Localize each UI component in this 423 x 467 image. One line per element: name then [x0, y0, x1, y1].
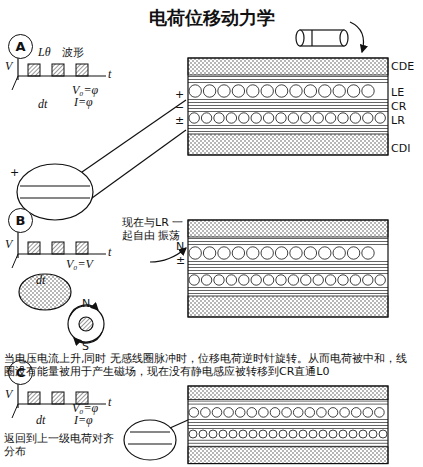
charge-sign: −: [175, 101, 184, 114]
panel-letter-text: A: [15, 39, 25, 54]
charge-sign: ±: [175, 114, 184, 127]
layer-label: CR: [391, 100, 406, 113]
signal-value: V₀=V: [66, 258, 93, 271]
axis-label: t: [108, 68, 111, 81]
pole-label: N: [82, 297, 90, 310]
panel-letter: B: [8, 208, 33, 233]
callout-note: 现在与LR 一起自由 振荡: [122, 216, 184, 242]
layer-label: LE: [391, 86, 404, 99]
panel-letter-text: B: [16, 213, 26, 228]
axis-label: V: [5, 60, 12, 73]
title: 电荷位移动力学: [0, 6, 423, 30]
layer-strips: [188, 58, 388, 464]
pole-label: S: [82, 340, 89, 353]
axis-label: dt: [36, 414, 45, 427]
axis-label: dt: [36, 274, 45, 287]
axis-label: dt: [38, 98, 47, 111]
axis-label: V: [5, 238, 12, 251]
signal-value: I=φ: [74, 96, 93, 109]
waveform-label: 波形: [62, 46, 84, 59]
pole-label: N: [176, 240, 184, 253]
charge-sign: ±: [176, 254, 185, 267]
axis-label: t: [108, 246, 111, 259]
layer-label: CDI: [391, 142, 410, 155]
description-note: 当电压电流上升,同时 无感线圈脉冲时，位移电荷逆时针旋转。从而电荷被中和，线圈没…: [4, 352, 416, 378]
charge-sign: +: [175, 88, 184, 101]
waveform-label: Lθ: [38, 46, 51, 59]
signal-value: I=φ: [74, 414, 93, 427]
description-note: 返回到上一级电荷对齐 分布: [4, 432, 122, 458]
layer-label: LR: [391, 114, 405, 127]
panel-letter: A: [8, 34, 33, 59]
layer-label: CDE: [391, 60, 414, 73]
figures: [17, 22, 364, 460]
axis-label: t: [108, 396, 111, 409]
charge-sign: +: [10, 166, 19, 179]
axis-label: V: [5, 388, 12, 401]
